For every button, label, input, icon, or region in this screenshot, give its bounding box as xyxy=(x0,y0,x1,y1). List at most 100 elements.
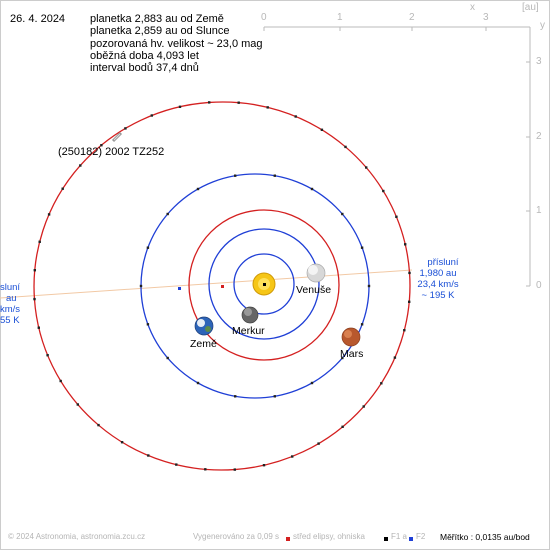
mars-orbit-point xyxy=(360,246,364,249)
y-tick-label: 0 xyxy=(536,280,542,291)
aphelion-title: sluní xyxy=(0,282,21,293)
aphelion-distance: au xyxy=(6,293,17,304)
asteroid-orbit-point xyxy=(208,101,211,104)
asteroid-orbit-point xyxy=(175,463,178,466)
asteroid-orbit-point xyxy=(38,240,41,243)
mars-orbit-point xyxy=(146,323,150,326)
info-line: oběžná doba 4,093 let xyxy=(90,49,199,62)
mercury-label: Merkur xyxy=(232,325,265,337)
x-tick-label: 3 xyxy=(483,12,489,23)
asteroid-marker xyxy=(111,131,123,143)
asteroid-orbit-point xyxy=(97,423,100,427)
mars-orbit-point xyxy=(196,381,200,385)
info-line: pozorovaná hv. velikost ~ 23,0 mag xyxy=(90,37,263,50)
footer-scale: Měřítko : 0,0135 au/bod xyxy=(440,532,530,542)
asteroid-orbit-point xyxy=(382,189,385,193)
asteroid-orbit-point xyxy=(237,101,240,104)
asteroid-orbit-point xyxy=(33,269,36,272)
perihelion-title: přísluní xyxy=(427,257,459,268)
asteroid-orbit-point xyxy=(291,455,294,458)
asteroid-orbit-point xyxy=(362,405,365,408)
perihelion-speed: 23,4 km/s xyxy=(417,279,459,290)
aphelion-temp: 55 K xyxy=(0,315,20,326)
axes xyxy=(263,26,531,287)
asteroid-orbit-point xyxy=(341,425,344,428)
line-of-apsides xyxy=(0,269,413,299)
y-tick-label: 2 xyxy=(536,131,542,142)
asteroid-orbit-point xyxy=(120,441,124,444)
mars-orbit-point xyxy=(310,187,314,191)
mars-orbit-point xyxy=(310,381,314,385)
mars-orbit-point xyxy=(234,174,237,177)
asteroid-orbit-point xyxy=(204,468,207,471)
asteroid-orbit-point xyxy=(100,144,103,147)
asteroid-orbit-point xyxy=(178,105,182,108)
asteroid-orbit-point xyxy=(47,213,51,216)
earth-label: Země xyxy=(190,338,217,350)
asteroid-orbit-point xyxy=(395,215,398,218)
earth-orbit xyxy=(188,209,340,361)
perihelion-temp: ~ 195 K xyxy=(421,290,455,301)
aphelion-speed: km/s xyxy=(0,304,21,315)
asteroid-orbit-point xyxy=(320,128,324,131)
info-line: planetka 2,859 au od Slunce xyxy=(90,25,230,38)
asteroid-orbit-point xyxy=(380,382,383,385)
asteroid-orbit-point xyxy=(37,326,40,329)
x-tick-label: 2 xyxy=(409,12,415,23)
mars-orbit-point xyxy=(166,212,169,216)
mars-label: Mars xyxy=(340,348,364,360)
asteroid-orbit-point xyxy=(317,442,320,445)
x-axis-label: x xyxy=(470,2,475,13)
mars-orbit-point xyxy=(341,212,344,216)
footer-generated: Vygenerováno za 0,09 s xyxy=(193,532,279,541)
asteroid-orbit-point xyxy=(33,297,36,301)
mars-orbit-point xyxy=(341,356,344,360)
date-label: 26. 4. 2024 xyxy=(10,13,66,25)
perihelion-distance: 1,980 au xyxy=(419,268,457,279)
asteroid-orbit-point xyxy=(393,356,397,359)
asteroid-orbit-point xyxy=(124,127,127,130)
x-tick-label: 1 xyxy=(337,12,343,23)
venus-planet xyxy=(306,263,326,283)
y-tick-label: 3 xyxy=(536,56,542,67)
footer-legend-center: střed elipsy, ohniska xyxy=(293,532,365,541)
asteroid-orbit-point xyxy=(59,379,62,383)
asteroid-orbit-point xyxy=(344,145,347,149)
mars-orbit-point xyxy=(273,395,276,398)
asteroid-orbit-point xyxy=(294,115,297,118)
asteroid-orbit-point xyxy=(76,403,79,406)
y-tick-label: 1 xyxy=(536,205,542,216)
asteroid-orbit-point xyxy=(150,114,153,117)
mars-orbit-point xyxy=(196,187,200,191)
footer-legend-f1: F1 a xyxy=(391,532,408,541)
asteroid-orbit-point xyxy=(408,300,411,303)
mars-orbit-point xyxy=(146,246,150,249)
legend-f1-swatch xyxy=(384,537,388,541)
legend-f2-swatch xyxy=(409,537,413,541)
mars-orbit-points xyxy=(139,174,371,398)
asteroid-orbit-points xyxy=(33,101,411,471)
legend-center-swatch xyxy=(286,537,290,541)
asteroid-name-label: (250182) 2002 TZ252 xyxy=(58,146,165,158)
mars-orbit-point xyxy=(166,356,169,360)
asteroid-orbit-point xyxy=(365,166,368,169)
mars-orbit-point xyxy=(234,395,237,398)
mars-orbit-point xyxy=(367,284,371,288)
asteroid-orbit-point xyxy=(233,468,236,471)
asteroid-orbit-point xyxy=(79,164,82,167)
y-axis-label: y xyxy=(540,20,545,31)
mercury-planet xyxy=(241,306,259,324)
mars-orbit-point xyxy=(360,323,364,326)
mercury-orbit xyxy=(233,253,295,315)
asteroid-orbit-point xyxy=(147,454,150,457)
earth-planet xyxy=(194,316,214,336)
asteroid-orbit-point xyxy=(403,329,406,332)
sun xyxy=(252,272,276,296)
info-panel: planetka 2,883 au od Země planetka 2,859… xyxy=(90,13,263,74)
info-line: interval bodů 37,4 dnů xyxy=(90,62,199,75)
asteroid-orbit-point xyxy=(404,243,407,246)
axis-unit-label: [au] xyxy=(522,2,539,13)
footer-copyright[interactable]: © 2024 Astronomia, astronomia.zcu.cz xyxy=(8,532,146,541)
